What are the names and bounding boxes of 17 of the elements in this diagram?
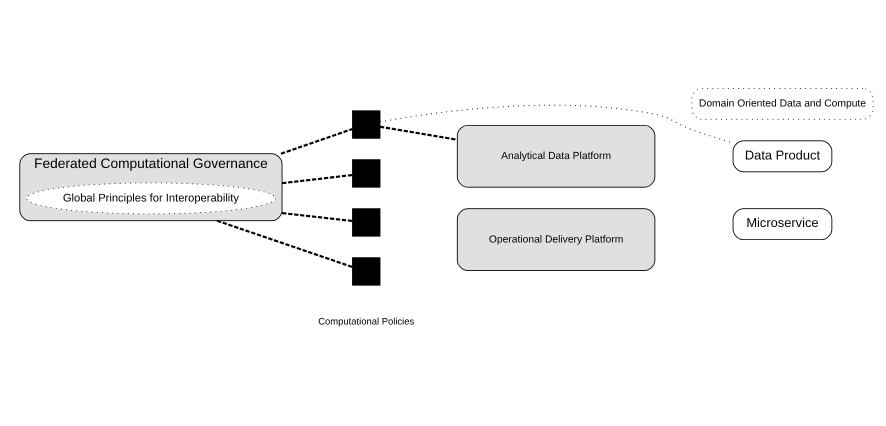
connector: [282, 174, 352, 184]
node-box: [352, 159, 380, 188]
connector: [380, 104, 733, 144]
label: Computational Policies: [318, 316, 414, 328]
node-box: Microservice: [732, 208, 832, 240]
node-box: [352, 208, 380, 237]
node-box: Domain Oriented Data and Compute: [691, 88, 874, 120]
connector: [280, 128, 353, 155]
node-box: Data Product: [732, 140, 832, 172]
node-ellipse: Global Principles for Interoperability: [26, 182, 276, 214]
connector: [380, 126, 458, 141]
connector: [216, 220, 353, 268]
node-box: Analytical Data Platform: [456, 124, 656, 188]
node-box: [352, 110, 380, 139]
node-box: [352, 257, 380, 286]
node-box: Operational Delivery Platform: [456, 208, 656, 271]
connector: [282, 212, 353, 222]
